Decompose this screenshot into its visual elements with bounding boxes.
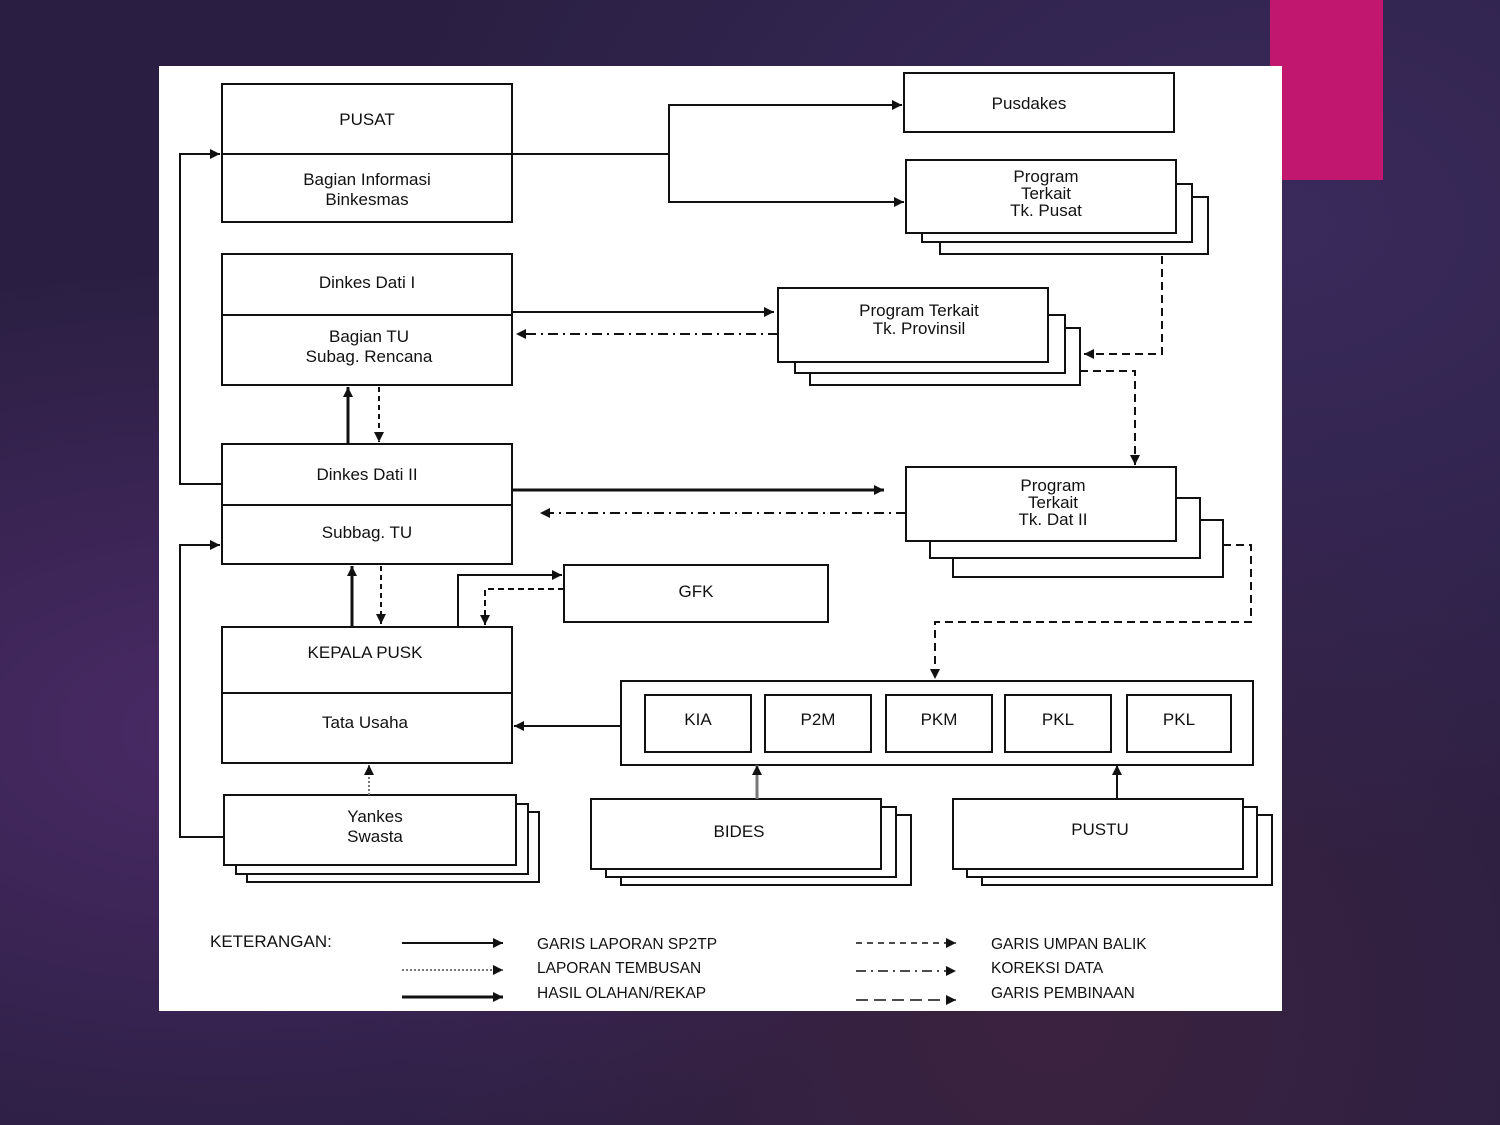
accent-bar xyxy=(1270,0,1383,180)
pusdakes-box: Pusdakes xyxy=(903,72,1175,133)
dinkes-dati-1-sub-line2: Subag. Rencana xyxy=(306,347,433,366)
kepala-pusk-sub: Tata Usaha xyxy=(322,713,409,732)
pusat-title: PUSAT xyxy=(339,110,394,129)
legend-label-pembinaan: GARIS PEMBINAAN xyxy=(991,985,1135,1002)
arrow-to-pusdakes xyxy=(668,100,902,202)
loop-dinkes2-to-pusat xyxy=(179,149,222,485)
bides-box: BIDES xyxy=(590,798,912,886)
legend-label-umpan-balik: GARIS UMPAN BALIK xyxy=(991,936,1147,953)
legend-title: KETERANGAN: xyxy=(210,932,332,951)
program-dat-2-line2: Terkait xyxy=(1028,493,1078,512)
gfk-label: GFK xyxy=(679,582,715,601)
legend-label-koreksi: KOREKSI DATA xyxy=(991,960,1104,977)
legend-label-tembusan: LAPORAN TEMBUSAN xyxy=(537,960,701,977)
yankes-swasta-box: Yankes Swasta xyxy=(223,794,540,883)
unit-pkl-1-label: PKL xyxy=(1042,710,1074,729)
program-dat-2-box: Program Terkait Tk. Dat II xyxy=(905,466,1224,578)
arrow-to-program-pusat xyxy=(668,154,904,207)
flow-diagram: PUSAT Bagian Informasi Binkesmas Dinkes … xyxy=(179,72,1273,1005)
arrow-gfk-to-kepala xyxy=(480,588,564,625)
dinkes-dati-1-box: Dinkes Dati I Bagian TU Subag. Rencana xyxy=(221,253,513,386)
program-pusat-line1: Program xyxy=(1013,167,1078,186)
program-dat-2-line3: Tk. Dat II xyxy=(1019,510,1088,529)
program-provinsi-line1: Program Terkait xyxy=(859,301,979,320)
dinkes-dati-2-box: Dinkes Dati II Subbag. TU xyxy=(221,443,513,565)
connectors xyxy=(179,100,1252,838)
legend-label-sp2tp: GARIS LAPORAN SP2TP xyxy=(537,936,717,953)
pusdakes-label: Pusdakes xyxy=(992,94,1067,113)
arrow-kepala-to-gfk xyxy=(457,570,562,627)
dinkes-dati-1-sub-line1: Bagian TU xyxy=(329,327,409,346)
program-provinsi-line2: Tk. Provinsil xyxy=(873,319,966,338)
unit-pkm: PKM xyxy=(885,694,993,753)
pusat-box: PUSAT Bagian Informasi Binkesmas xyxy=(221,83,513,223)
legend: KETERANGAN: GARIS LAPORAN SP2TP LAPORAN … xyxy=(210,932,1147,1005)
unit-pkl-2: PKL xyxy=(1126,694,1232,753)
program-pusat-line3: Tk. Pusat xyxy=(1010,201,1082,220)
unit-container: KIA P2M PKM PKL PKL xyxy=(620,680,1254,766)
dinkes-dati-1-title: Dinkes Dati I xyxy=(319,273,415,292)
feedback-pusat-to-prov xyxy=(1084,256,1163,359)
dinkes-dati-2-sub: Subbag. TU xyxy=(322,523,412,542)
legend-label-rekap: HASIL OLAHAN/REKAP xyxy=(537,985,706,1002)
unit-p2m: P2M xyxy=(764,694,872,753)
bides-label: BIDES xyxy=(713,822,764,841)
program-dat-2-line1: Program xyxy=(1020,476,1085,495)
unit-pkl-1: PKL xyxy=(1004,694,1112,753)
loop-yankes-to-dinkes2 xyxy=(179,540,224,838)
kepala-pusk-box: KEPALA PUSK Tata Usaha xyxy=(221,626,513,764)
pusat-sub-line1: Bagian Informasi xyxy=(303,170,431,189)
diagram-sheet: PUSAT Bagian Informasi Binkesmas Dinkes … xyxy=(159,66,1282,1011)
kepala-pusk-title: KEPALA PUSK xyxy=(308,643,424,662)
gfk-box: GFK xyxy=(563,564,829,623)
unit-kia: KIA xyxy=(644,694,752,753)
unit-pkl-2-label: PKL xyxy=(1163,710,1195,729)
yankes-line2: Swasta xyxy=(347,827,403,846)
feedback-prov-to-dat2 xyxy=(1080,370,1140,465)
yankes-line1: Yankes xyxy=(347,807,402,826)
pusat-sub-line2: Binkesmas xyxy=(325,190,408,209)
pustu-label: PUSTU xyxy=(1071,820,1129,839)
feedback-dat2-to-units xyxy=(930,544,1252,679)
unit-p2m-label: P2M xyxy=(801,710,836,729)
program-pusat-line2: Terkait xyxy=(1021,184,1071,203)
dinkes-dati-2-title: Dinkes Dati II xyxy=(316,465,417,484)
unit-pkm-label: PKM xyxy=(921,710,958,729)
program-provinsi-box: Program Terkait Tk. Provinsil xyxy=(777,287,1081,386)
unit-kia-label: KIA xyxy=(684,710,712,729)
pustu-box: PUSTU xyxy=(952,798,1273,886)
program-pusat-box: Program Terkait Tk. Pusat xyxy=(905,159,1209,255)
